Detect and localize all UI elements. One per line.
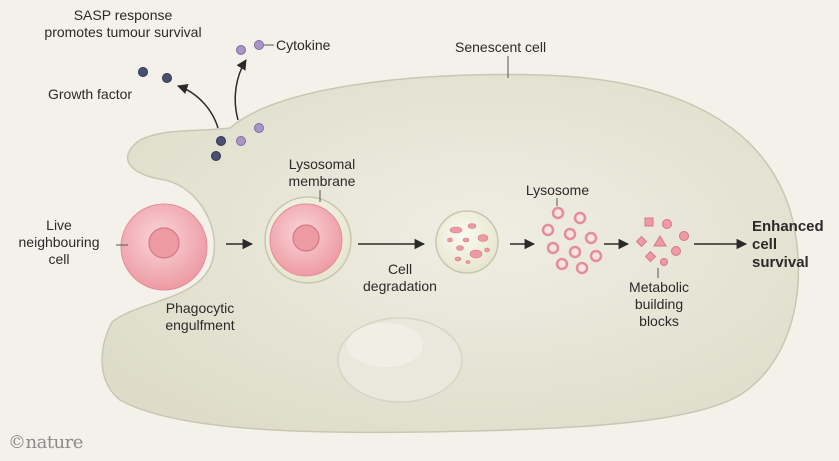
lysosome-label: Lysosome	[525, 182, 590, 198]
live-cell-label: Live neighbouring cell	[0, 217, 118, 268]
sasp-label-line1: SASP response	[73, 7, 173, 23]
growth-factor-molecules	[138, 67, 172, 83]
metabolic-label-line2: building	[634, 296, 684, 312]
metabolic-blocks	[635, 217, 689, 266]
cell-deg-label-line1: Cell	[387, 261, 413, 277]
sasp-label: SASP response promotes tumour survival	[28, 7, 218, 41]
growth-factor-label: Growth factor	[48, 86, 133, 102]
phagocytic-label-line2: engulfment	[165, 317, 235, 333]
phagocytic-label: Phagocytic engulfment	[140, 300, 260, 334]
phagocytic-label-line1: Phagocytic	[165, 300, 235, 316]
secreted-molecules	[211, 123, 264, 161]
cell-degradation-label: Cell degradation	[355, 261, 445, 295]
engulfed-cell-nucleus	[292, 224, 320, 252]
enhanced-label-line1: Enhanced	[752, 218, 824, 235]
lysosomal-label-line2: membrane	[288, 173, 356, 189]
enhanced-label-line3: survival	[752, 254, 809, 271]
cytokine-molecules	[236, 40, 264, 55]
live-cell-nucleus	[148, 227, 180, 259]
metabolic-label-line1: Metabolic	[629, 279, 689, 295]
live-label-line1: Live	[46, 217, 72, 233]
enhanced-label-line2: cell	[752, 236, 778, 253]
metabolic-label-line3: blocks	[639, 313, 679, 329]
lysosomal-label-line1: Lysosomal	[288, 156, 356, 172]
live-label-line2: neighbouring	[18, 234, 100, 250]
enhanced-survival-label: Enhanced cell survival	[752, 218, 824, 272]
arrow-to-growth-factor	[177, 84, 219, 129]
lysosome-cluster	[541, 206, 603, 275]
nucleus-highlight	[347, 323, 423, 367]
live-label-line3: cell	[48, 251, 70, 267]
sasp-label-line2: promotes tumour survival	[44, 24, 202, 40]
metabolic-blocks-label: Metabolic building blocks	[615, 279, 703, 330]
degrading-fragments	[447, 223, 490, 264]
cell-deg-label-line2: degradation	[363, 278, 437, 294]
senescent-cell-label: Senescent cell	[455, 39, 547, 55]
lysosomal-membrane-label: Lysosomal membrane	[262, 156, 382, 190]
arrow-to-cytokine	[234, 59, 247, 121]
cytokine-label: Cytokine	[276, 37, 331, 53]
nature-logo: ©nature	[8, 432, 83, 453]
